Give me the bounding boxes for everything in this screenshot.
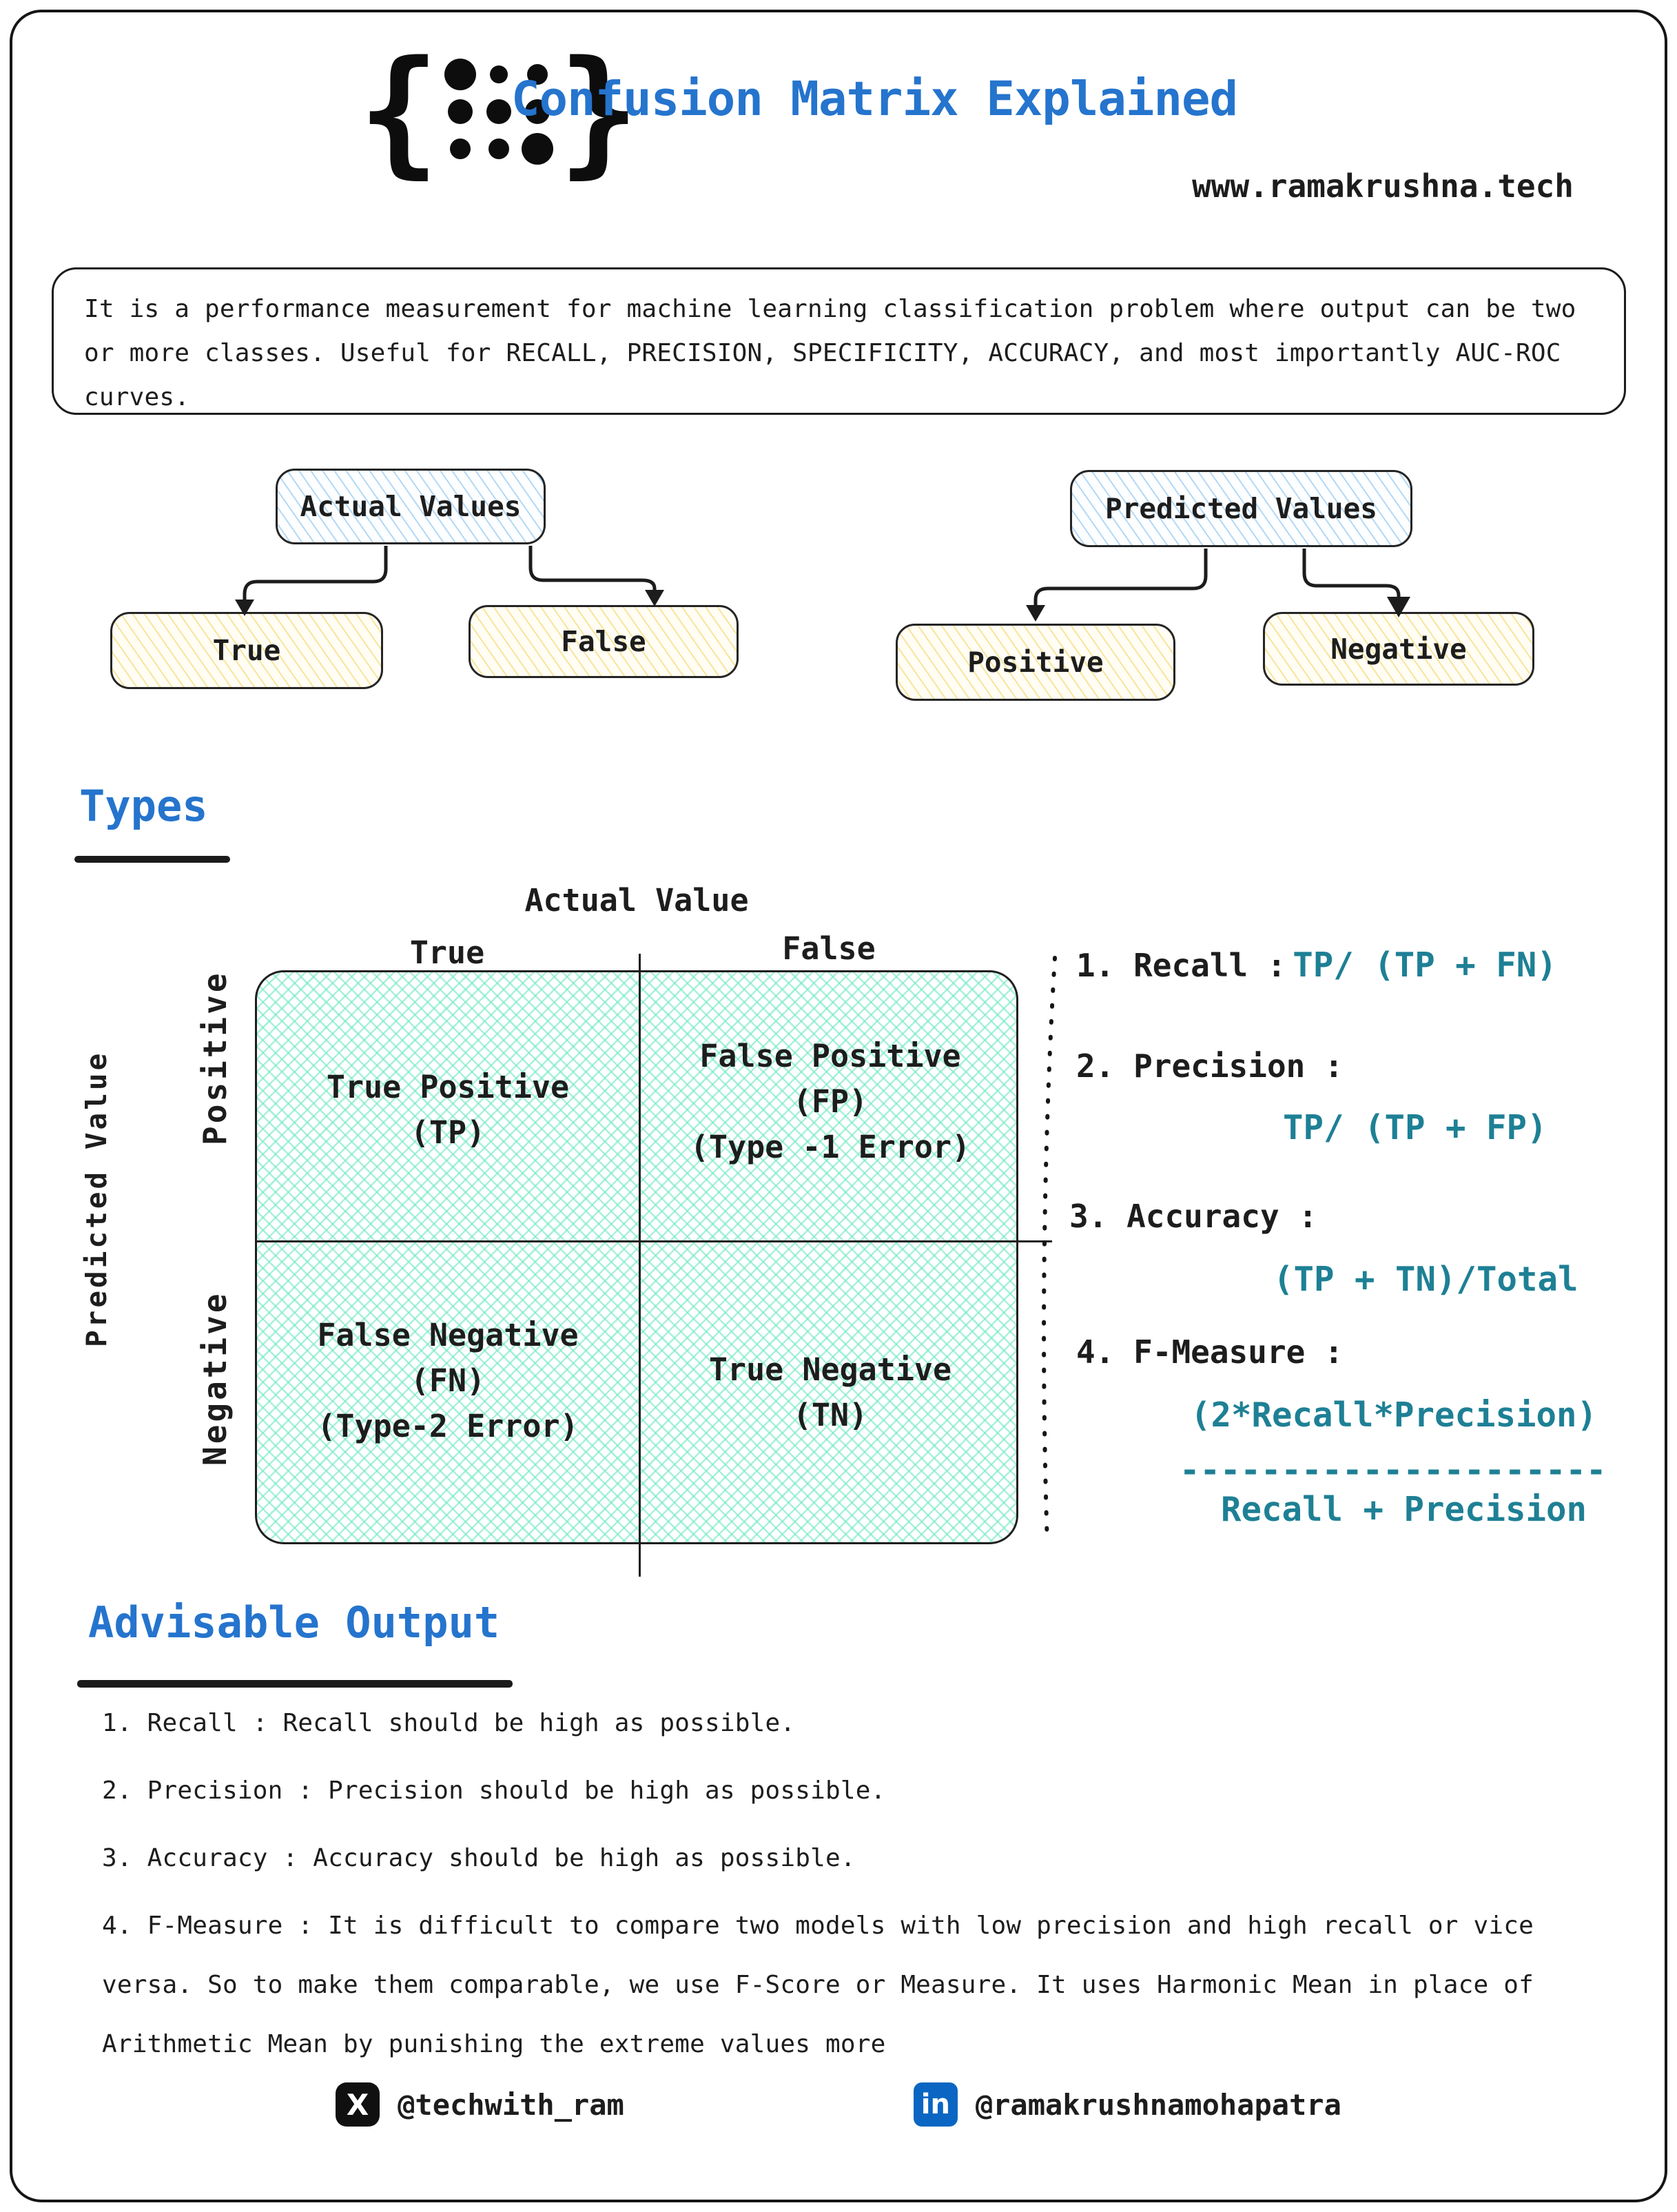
types-heading: Types: [79, 781, 208, 831]
matrix-vertical-divider: [639, 954, 641, 1577]
predicted-negative-node: Negative: [1263, 612, 1534, 686]
twitter-social: X @techwith_ram: [336, 2082, 624, 2127]
actual-true-node: True: [110, 612, 383, 689]
advisable-output-heading: Advisable Output: [88, 1597, 500, 1648]
predicted-values-label: Predicted Values: [1105, 492, 1377, 525]
advisable-item-precision: 2. Precision : Precision should be high …: [102, 1776, 886, 1805]
types-underline: [74, 856, 230, 863]
website-url: www.ramakrushna.tech: [1192, 167, 1574, 205]
formula-accuracy-value: (TP + TN)/Total: [1273, 1260, 1578, 1299]
matrix-col-true-label: True: [409, 934, 485, 971]
footer: X @techwith_ram in @ramakrushnamohapatra: [0, 2082, 1677, 2127]
actual-values-node: Actual Values: [276, 469, 546, 544]
actual-tree-arrows: [235, 546, 664, 616]
predicted-positive-node: Positive: [896, 624, 1175, 701]
actual-false-node: False: [469, 605, 739, 678]
formula-precision-label: 2. Precision :: [1076, 1047, 1344, 1085]
cell-false-negative: False Negative (FN) (Type-2 Error): [317, 1317, 579, 1444]
advisable-item-fmeasure: 4. F-Measure : It is difficult to compar…: [102, 1912, 1534, 2058]
x-twitter-icon: X: [336, 2082, 380, 2127]
intro-text: It is a performance measurement for mach…: [84, 295, 1576, 411]
matrix-row-positive-label: Positive: [196, 970, 234, 1145]
formula-precision-value: TP/ (TP + FP): [1283, 1108, 1547, 1147]
matrix-row-group-header: Predicted Value: [80, 1050, 113, 1348]
predicted-tree-arrows: [1026, 549, 1410, 622]
dotted-divider: [1042, 956, 1057, 1546]
advisable-item-accuracy: 3. Accuracy : Accuracy should be high as…: [102, 1844, 856, 1872]
linkedin-icon: in: [913, 2082, 958, 2127]
linkedin-social: in @ramakrushnamohapatra: [913, 2082, 1341, 2127]
right-brace-glyph: }: [558, 31, 640, 192]
actual-true-label: True: [212, 634, 281, 667]
formula-fmeasure-denominator: Recall + Precision: [1221, 1490, 1587, 1529]
left-brace-glyph: {: [358, 31, 440, 192]
predicted-values-node: Predicted Values: [1070, 470, 1412, 547]
matrix-col-false-label: False: [782, 930, 876, 967]
cell-false-positive: False Positive (FP) (Type -1 Error): [690, 1038, 971, 1165]
dot-grid: [441, 56, 557, 167]
predicted-positive-label: Positive: [967, 646, 1104, 679]
matrix-horizontal-divider: [256, 1240, 1052, 1242]
formula-fmeasure-label: 4. F-Measure :: [1076, 1333, 1344, 1371]
formula-fmeasure-numerator: (2*Recall*Precision): [1191, 1395, 1598, 1435]
matrix-column-group-header: Actual Value: [524, 882, 749, 919]
matrix-logo-icon: { }: [358, 31, 640, 192]
cell-true-negative: True Negative (TN): [708, 1351, 952, 1433]
page-title: Confusion Matrix Explained: [511, 72, 1238, 127]
predicted-negative-label: Negative: [1330, 632, 1467, 666]
intro-box: It is a performance measurement for mach…: [52, 267, 1626, 415]
advisable-underline: [77, 1680, 513, 1688]
twitter-handle: @techwith_ram: [398, 2087, 624, 2122]
cell-true-positive: True Positive (TP): [326, 1069, 570, 1151]
confusion-matrix: [255, 970, 1018, 1544]
formula-fmeasure-bar: ---------------------: [1180, 1451, 1607, 1490]
actual-values-label: Actual Values: [300, 490, 522, 523]
advisable-item-recall: 1. Recall : Recall should be high as pos…: [102, 1709, 796, 1737]
formula-accuracy-label: 3. Accuracy :: [1069, 1198, 1318, 1235]
matrix-row-negative-label: Negative: [196, 1291, 234, 1466]
formula-recall: 1. Recall : TP/ (TP + FN): [1076, 945, 1557, 985]
actual-false-label: False: [561, 625, 646, 658]
linkedin-handle: @ramakrushnamohapatra: [975, 2087, 1341, 2122]
